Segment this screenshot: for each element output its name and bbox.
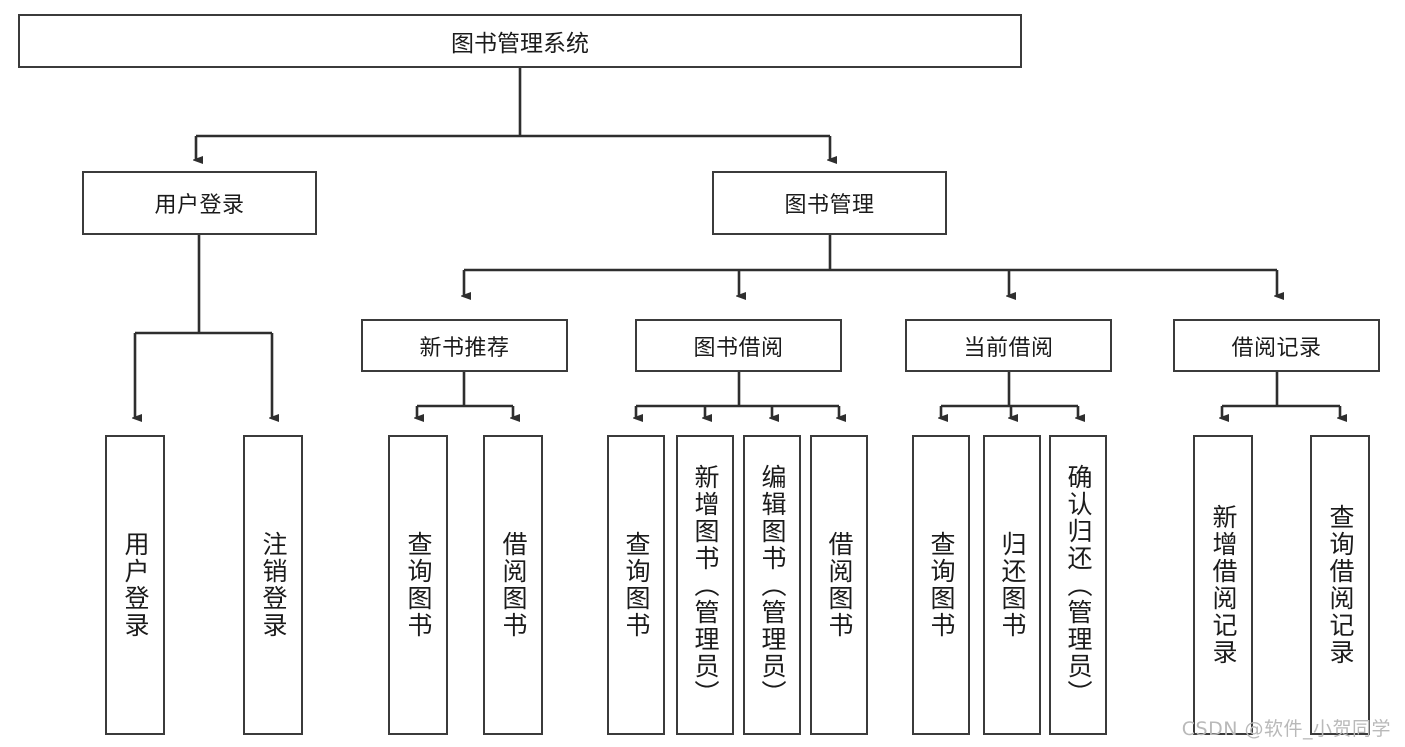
node-current-borrow-label: 当前借阅	[963, 335, 1054, 361]
leaf-edit-book-admin[interactable]: 编辑图书（管理员）	[743, 435, 801, 735]
leaf-user-login-label: 用户登录	[121, 531, 150, 639]
leaf-logout[interactable]: 注销登录	[243, 435, 303, 735]
leaf-add-borrow-record-label: 新增借阅记录	[1209, 504, 1238, 666]
leaf-confirm-return-admin[interactable]: 确认归还（管理员）	[1049, 435, 1107, 735]
node-user-login-label: 用户登录	[154, 193, 245, 218]
node-book-borrow[interactable]: 图书借阅	[635, 319, 842, 372]
leaf-return-book-label: 归还图书	[998, 531, 1027, 639]
node-book-management-label: 图书管理	[784, 193, 875, 218]
node-root-label: 图书管理系统	[451, 31, 589, 57]
leaf-query-book-borrow[interactable]: 查询图书	[607, 435, 665, 735]
leaf-edit-book-admin-label: 编辑图书（管理员）	[758, 463, 787, 707]
leaf-add-book-admin-label: 新增图书（管理员）	[691, 463, 720, 707]
leaf-borrow-book-recommend-label: 借阅图书	[499, 531, 528, 639]
node-user-login[interactable]: 用户登录	[82, 171, 317, 235]
leaf-query-book-recommend[interactable]: 查询图书	[388, 435, 448, 735]
node-borrow-record-label: 借阅记录	[1231, 335, 1322, 361]
leaf-logout-label: 注销登录	[259, 531, 288, 639]
leaf-query-borrow-record[interactable]: 查询借阅记录	[1310, 435, 1370, 735]
node-current-borrow[interactable]: 当前借阅	[905, 319, 1112, 372]
leaf-add-book-admin[interactable]: 新增图书（管理员）	[676, 435, 734, 735]
node-book-management[interactable]: 图书管理	[712, 171, 947, 235]
leaf-borrow-book[interactable]: 借阅图书	[810, 435, 868, 735]
leaf-query-book-recommend-label: 查询图书	[404, 531, 433, 639]
leaf-borrow-book-recommend[interactable]: 借阅图书	[483, 435, 543, 735]
node-book-borrow-label: 图书借阅	[693, 335, 784, 361]
leaf-borrow-book-label: 借阅图书	[825, 531, 854, 639]
leaf-query-book-current-label: 查询图书	[927, 531, 956, 639]
watermark-text: CSDN @软件_小贺同学	[1181, 718, 1391, 740]
leaf-confirm-return-admin-label: 确认归还（管理员）	[1064, 463, 1093, 707]
leaf-query-borrow-record-label: 查询借阅记录	[1326, 504, 1355, 666]
leaf-query-book-borrow-label: 查询图书	[622, 531, 651, 639]
node-root[interactable]: 图书管理系统	[18, 14, 1022, 68]
leaf-user-login[interactable]: 用户登录	[105, 435, 165, 735]
leaf-query-book-current[interactable]: 查询图书	[912, 435, 970, 735]
node-borrow-record[interactable]: 借阅记录	[1173, 319, 1380, 372]
node-new-book-recommend[interactable]: 新书推荐	[361, 319, 568, 372]
leaf-add-borrow-record[interactable]: 新增借阅记录	[1193, 435, 1253, 735]
node-new-book-recommend-label: 新书推荐	[419, 335, 510, 361]
leaf-return-book[interactable]: 归还图书	[983, 435, 1041, 735]
